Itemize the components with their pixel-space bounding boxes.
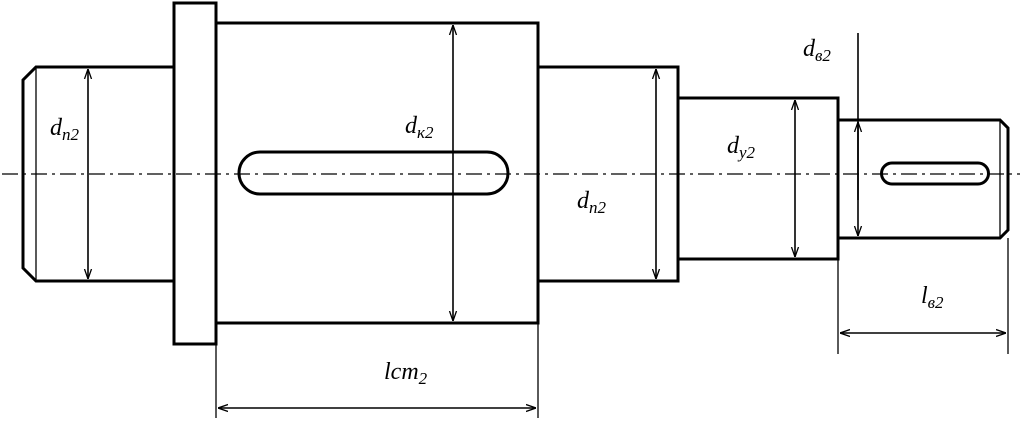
- output-end-section: [838, 118, 1010, 240]
- label-lcm2: lcm2: [384, 359, 428, 388]
- label-d-n2-left: dn2: [50, 115, 80, 144]
- seal-section: [676, 96, 840, 261]
- label-d-v2: dв2: [803, 36, 831, 65]
- gear-seat-section: [214, 21, 540, 325]
- label-d-k2: dк2: [405, 113, 434, 142]
- gear-keyway: [237, 150, 510, 196]
- output-keyway: [880, 161, 990, 186]
- label-d-y2: dy2: [727, 133, 756, 162]
- left-bearing-journal: [21, 65, 174, 283]
- label-l-v2: lв2: [921, 283, 944, 312]
- label-d-n2-right: dn2: [577, 188, 607, 217]
